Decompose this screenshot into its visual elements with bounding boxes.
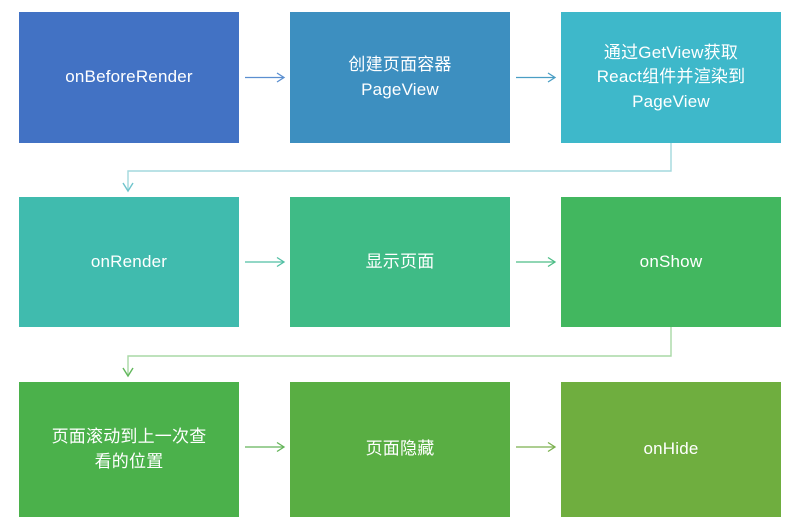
edge-pageview-to-getview: [516, 72, 557, 83]
node-label: onShow: [639, 251, 703, 271]
edge-pagehide-to-onhide: [516, 441, 557, 453]
node-label: onBeforeRender: [65, 67, 193, 87]
node-label: 创建页面容器 PageView: [348, 54, 452, 99]
node-onshow[interactable]: onShow: [561, 197, 781, 327]
node-page-hide[interactable]: 页面隐藏: [290, 382, 510, 517]
node-scroll-restore[interactable]: 页面滚动到上一次查 看的位置: [19, 382, 239, 517]
node-onhide[interactable]: onHide: [561, 382, 781, 517]
node-label: 页面隐藏: [365, 439, 435, 459]
node-onbeforerender[interactable]: onBeforeRender: [19, 12, 239, 143]
edge-showpage-to-onshow: [516, 256, 557, 268]
edge-onbeforerender-to-pageview: [245, 72, 286, 83]
edge-scrollrestore-to-pagehide: [245, 441, 286, 453]
node-create-pageview[interactable]: 创建页面容器 PageView: [290, 12, 510, 143]
node-show-page[interactable]: 显示页面: [290, 197, 510, 327]
node-onrender[interactable]: onRender: [19, 197, 239, 327]
edge-onshow-to-scrollrestore: [122, 327, 672, 378]
edge-onrender-to-showpage: [245, 256, 286, 268]
node-label: 通过GetView获取 React组件并渲染到 PageView: [596, 42, 746, 111]
edge-getview-to-onrender: [122, 143, 672, 193]
node-getview-render[interactable]: 通过GetView获取 React组件并渲染到 PageView: [561, 12, 781, 143]
node-label: onRender: [90, 251, 168, 271]
node-label: 显示页面: [365, 251, 435, 271]
node-label: onHide: [643, 439, 699, 459]
node-label: 页面滚动到上一次查 看的位置: [51, 426, 207, 471]
